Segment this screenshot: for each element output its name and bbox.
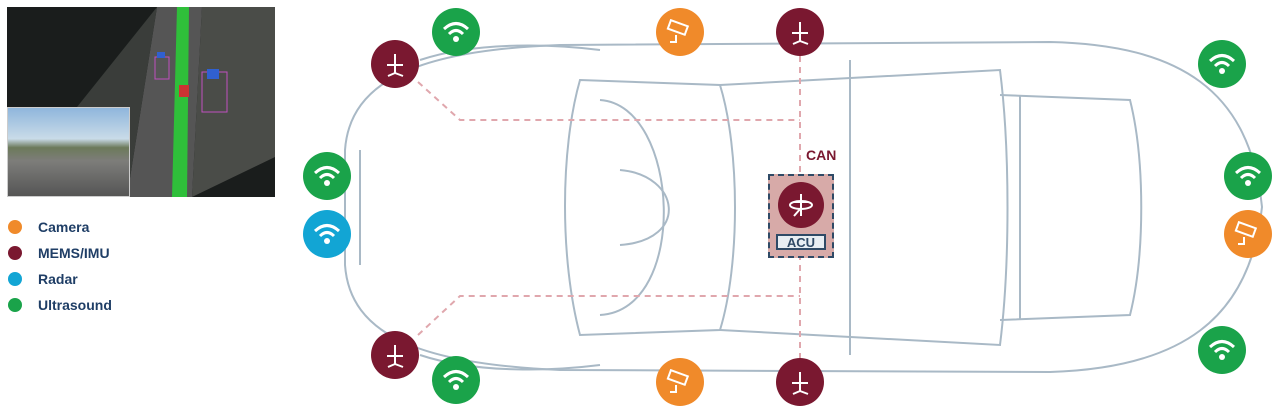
imu-dot-icon [8, 246, 22, 260]
camera-inset-image [7, 107, 130, 197]
imu-sensor-icon [371, 40, 419, 88]
lidar-screenshot [7, 7, 275, 197]
radar-sensor-icon [303, 210, 351, 258]
legend-label: MEMS/IMU [38, 245, 110, 261]
imu-sensor-icon [776, 358, 824, 406]
legend-item-ultrasound: Ultrasound [8, 292, 112, 318]
legend-item-radar: Radar [8, 266, 112, 292]
radar-dot-icon [8, 272, 22, 286]
imu-sensor-icon [776, 8, 824, 56]
ultrasound-sensor-icon [1224, 152, 1272, 200]
camera-sensor-icon [656, 358, 704, 406]
ultrasound-sensor-icon [303, 152, 351, 200]
can-bus-lines [417, 56, 801, 358]
acu-label: ACU [776, 234, 826, 250]
legend-item-camera: Camera [8, 214, 112, 240]
camera-dot-icon [8, 220, 22, 234]
camera-sensor-icon [1224, 210, 1272, 258]
ultrasound-sensor-icon [1198, 40, 1246, 88]
ultrasound-dot-icon [8, 298, 22, 312]
acu-unit: ACU [768, 174, 834, 258]
ultrasound-sensor-icon [432, 8, 480, 56]
gyroscope-icon [778, 182, 824, 228]
can-bus-label: CAN [806, 147, 837, 163]
ultrasound-sensor-icon [432, 356, 480, 404]
camera-sensor-icon [656, 8, 704, 56]
legend-item-imu: MEMS/IMU [8, 240, 112, 266]
lidar-road-view [67, 7, 275, 197]
imu-sensor-icon [371, 331, 419, 379]
legend-label: Camera [38, 219, 90, 235]
legend-label: Ultrasound [38, 297, 112, 313]
legend-label: Radar [38, 271, 78, 287]
ultrasound-sensor-icon [1198, 326, 1246, 374]
legend: Camera MEMS/IMU Radar Ultrasound [8, 214, 112, 318]
